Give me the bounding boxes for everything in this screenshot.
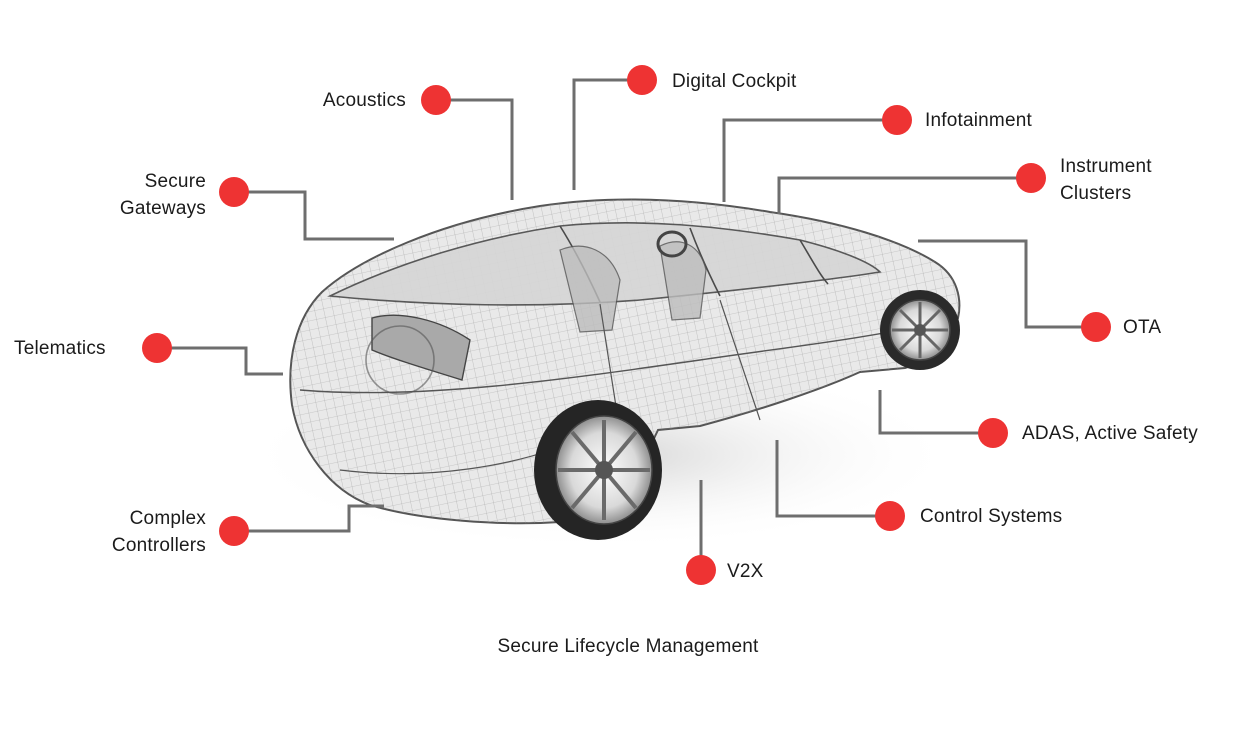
marker-control-systems: [875, 501, 905, 531]
front-wheel: [880, 290, 960, 370]
label-telematics: Telematics: [14, 338, 106, 359]
marker-adas: [978, 418, 1008, 448]
label-adas: ADAS, Active Safety: [1022, 423, 1198, 444]
label-digital-cockpit: Digital Cockpit: [672, 71, 797, 92]
wireframe-car: [289, 198, 961, 540]
leader-control-systems: [775, 440, 890, 518]
callout-markers: [142, 65, 1111, 585]
leader-secure-gateways: [234, 190, 394, 241]
leader-instrument-clusters: [777, 176, 1031, 214]
leader-ota: [918, 239, 1096, 329]
label-control-systems: Control Systems: [920, 506, 1063, 527]
rear-wheel: [534, 400, 662, 540]
label-secure-gateways: Secure Gateways: [119, 171, 206, 219]
marker-complex-controllers: [219, 516, 249, 546]
marker-secure-gateways: [219, 177, 249, 207]
diagram-caption: Secure Lifecycle Management: [497, 636, 759, 657]
label-ota: OTA: [1123, 317, 1162, 338]
marker-digital-cockpit: [627, 65, 657, 95]
label-instrument-clusters: Instrument Clusters: [1060, 156, 1152, 204]
label-v2x: V2X: [727, 561, 764, 582]
leader-lines: [157, 78, 1096, 570]
marker-v2x: [686, 555, 716, 585]
marker-infotainment: [882, 105, 912, 135]
leader-acoustics: [436, 98, 514, 200]
marker-telematics: [142, 333, 172, 363]
label-infotainment: Infotainment: [925, 110, 1032, 131]
leader-complex-controllers: [234, 504, 384, 533]
marker-acoustics: [421, 85, 451, 115]
label-complex-controllers: Complex Controllers: [111, 508, 206, 556]
leader-infotainment: [722, 118, 897, 202]
marker-ota: [1081, 312, 1111, 342]
label-acoustics: Acoustics: [322, 90, 406, 111]
leader-digital-cockpit: [572, 78, 642, 190]
leader-telematics: [157, 346, 283, 376]
leader-adas: [878, 390, 993, 435]
marker-instrument-clusters: [1016, 163, 1046, 193]
